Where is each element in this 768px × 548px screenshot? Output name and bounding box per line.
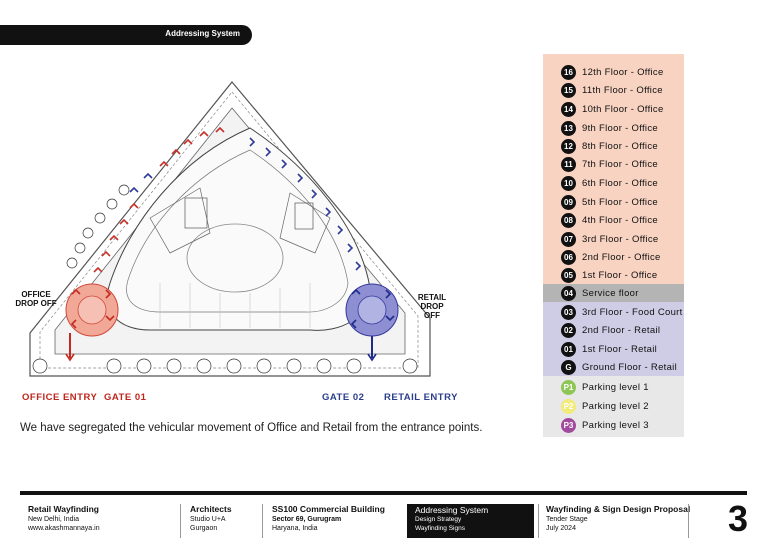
architects-city: Gurgaon (190, 525, 218, 532)
site-plan (29, 81, 431, 377)
floor-badge: 11 (561, 156, 576, 172)
proposal-stage: Tender Stage (546, 516, 588, 523)
project-title: Retail Wayfinding (28, 504, 99, 514)
footer-building: SS100 Commercial Building Sector 69, Gur… (272, 505, 385, 533)
floor-badge: 04 (561, 285, 576, 301)
page-number: 3 (727, 498, 748, 539)
proposal-date: July 2024 (546, 525, 576, 532)
footer-divider (262, 504, 263, 538)
floor-badge: 13 (561, 120, 576, 136)
floor-label: 2nd Floor - Office (582, 251, 661, 263)
floor-badge: G (561, 359, 576, 375)
floor-badge: 05 (561, 267, 576, 283)
floor-label: 10th Floor - Office (582, 103, 664, 115)
office-drop-off-label: OFFICE DROP OFF (15, 290, 57, 308)
building-title: SS100 Commercial Building (272, 504, 385, 514)
project-location: New Delhi, India (28, 516, 79, 523)
gate-02-label: GATE 02 (322, 392, 365, 403)
legend-row: 08 4th Floor - Office (561, 212, 658, 228)
legend-row: 15 11th Floor - Office (561, 82, 663, 98)
footer-section-sub2: Wayfinding Signs (415, 525, 465, 532)
floor-label: 2nd Floor - Retail (582, 324, 661, 336)
floor-label: 1st Floor - Office (582, 269, 658, 281)
floor-label: Parking level 2 (582, 400, 649, 412)
retail-drop-off-label: RETAIL DROP OFF (417, 293, 447, 320)
floor-badge: 01 (561, 341, 576, 357)
floor-badge: 16 (561, 64, 576, 80)
parking-badge: P2 (561, 398, 576, 414)
floor-label: 8th Floor - Office (582, 140, 658, 152)
footer-section-sub1: Design Strategy (415, 516, 462, 523)
footer-proposal: Wayfinding & Sign Design Proposal Tender… (546, 505, 690, 533)
legend-row: 09 5th Floor - Office (561, 194, 658, 210)
proposal-title: Wayfinding & Sign Design Proposal (546, 504, 691, 514)
floor-label: Service floor (582, 287, 639, 299)
floor-badge: 10 (561, 175, 576, 191)
legend-row: P3 Parking level 3 (561, 417, 649, 433)
floor-label: Parking level 3 (582, 419, 649, 431)
legend-row: 03 3rd Floor - Food Court (561, 304, 683, 320)
legend-row: 01 1st Floor - Retail (561, 341, 657, 357)
legend-row: 07 3rd Floor - Office (561, 231, 659, 247)
floor-badge: 15 (561, 82, 576, 98)
floor-badge: 08 (561, 212, 576, 228)
parking-badge: P1 (561, 379, 576, 395)
legend-row: G Ground Floor - Retail (561, 359, 677, 375)
footer-section-title: Addressing System (415, 505, 489, 515)
floor-badge: 03 (561, 304, 576, 320)
gate-01-label: GATE 01 (104, 392, 147, 403)
footer-divider (688, 504, 689, 538)
floor-label: Parking level 1 (582, 381, 649, 393)
legend-row: 04 Service floor (561, 285, 639, 301)
footer-section: Addressing System Design Strategy Wayfin… (407, 504, 534, 538)
caption: We have segregated the vehicular movemen… (20, 422, 483, 434)
legend-row: 12 8th Floor - Office (561, 138, 658, 154)
legend-row: 14 10th Floor - Office (561, 101, 664, 117)
floor-badge: 02 (561, 322, 576, 338)
floor-label: 7th Floor - Office (582, 158, 658, 170)
footer-divider (538, 504, 539, 538)
parking-badge: P3 (561, 417, 576, 433)
legend-row: P2 Parking level 2 (561, 398, 649, 414)
legend-row: 13 9th Floor - Office (561, 120, 658, 136)
service-band (543, 284, 684, 302)
floor-label: 9th Floor - Office (582, 122, 658, 134)
floor-label: 6th Floor - Office (582, 177, 658, 189)
floor-label: 3rd Floor - Office (582, 233, 659, 245)
architects-title: Architects (190, 504, 232, 514)
floor-label: 1st Floor - Retail (582, 343, 658, 355)
header-bar: Addressing System (0, 25, 252, 45)
footer-architects: Architects Studio U+A Gurgaon (190, 505, 232, 533)
floor-legend: 16 12th Floor - Office 15 11th Floor - Off… (543, 54, 684, 437)
floor-label: 3rd Floor - Food Court (582, 306, 683, 318)
floor-label: 12th Floor - Office (582, 66, 664, 78)
legend-row: 10 6th Floor - Office (561, 175, 658, 191)
legend-row: 06 2nd Floor - Office (561, 249, 661, 265)
floor-label: 5th Floor - Office (582, 196, 658, 208)
floor-badge: 07 (561, 231, 576, 247)
floor-badge: 09 (561, 194, 576, 210)
footer-divider (180, 504, 181, 538)
architects-name: Studio U+A (190, 516, 226, 523)
legend-row: 02 2nd Floor - Retail (561, 322, 660, 338)
building-sector: Sector 69, Gurugram (272, 516, 342, 523)
retail-entry-label: RETAIL ENTRY (384, 392, 458, 403)
floor-label: 11th Floor - Office (582, 84, 663, 96)
legend-row: 05 1st Floor - Office (561, 267, 657, 283)
floor-badge: 12 (561, 138, 576, 154)
legend-row: 11 7th Floor - Office (561, 156, 658, 172)
floor-badge: 06 (561, 249, 576, 265)
footer-project: Retail Wayfinding New Delhi, India www.a… (28, 505, 100, 533)
floor-badge: 14 (561, 101, 576, 117)
office-entry-label: OFFICE ENTRY (22, 392, 98, 403)
project-site: www.akashmannaya.in (28, 525, 100, 532)
legend-row: 16 12th Floor - Office (561, 64, 664, 80)
section-title: Addressing System (165, 29, 240, 38)
building-state: Haryana, India (272, 525, 318, 532)
legend-row: P1 Parking level 1 (561, 379, 649, 395)
floor-label: Ground Floor - Retail (582, 361, 678, 373)
floor-label: 4th Floor - Office (582, 214, 658, 226)
footer-rule (20, 491, 747, 495)
